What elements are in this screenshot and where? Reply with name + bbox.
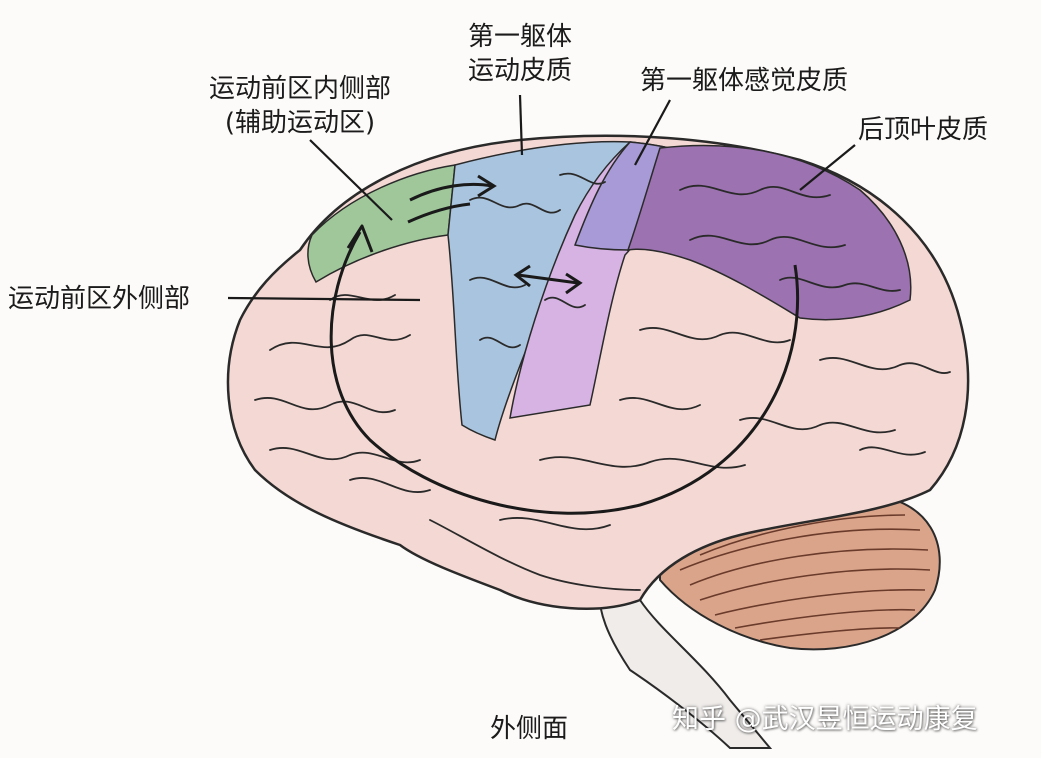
label-primary-motor-line1: 第一躯体: [467, 22, 572, 52]
caption-lateral-view: 外侧面: [490, 714, 569, 744]
label-posterior-parietal: 后顶叶皮质: [858, 115, 989, 145]
label-primary-motor-line2: 运动皮质: [467, 56, 572, 86]
label-premotor-medial-line1: 运动前区内侧部: [208, 74, 391, 104]
circuit-arrow: [329, 174, 800, 515]
cortical-gyri: [254, 172, 951, 591]
posterior-parietal-region: [626, 144, 912, 321]
leader-lines: [227, 94, 856, 302]
label-premotor-medial-line2: (辅助运动区): [224, 108, 376, 138]
label-premotor-medial: 运动前区内侧部 (辅助运动区): [180, 72, 420, 140]
cerebellum-folia: [679, 514, 931, 641]
label-primary-motor: 第一躯体 运动皮质: [445, 20, 595, 88]
brainstem: [598, 578, 773, 749]
watermark: 知乎 @武汉昱恒运动康复: [672, 704, 978, 735]
label-premotor-lateral: 运动前区外侧部: [8, 284, 191, 314]
label-primary-somatosensory: 第一躯体感觉皮质: [640, 66, 849, 96]
premotor-medial-region: [307, 164, 456, 284]
